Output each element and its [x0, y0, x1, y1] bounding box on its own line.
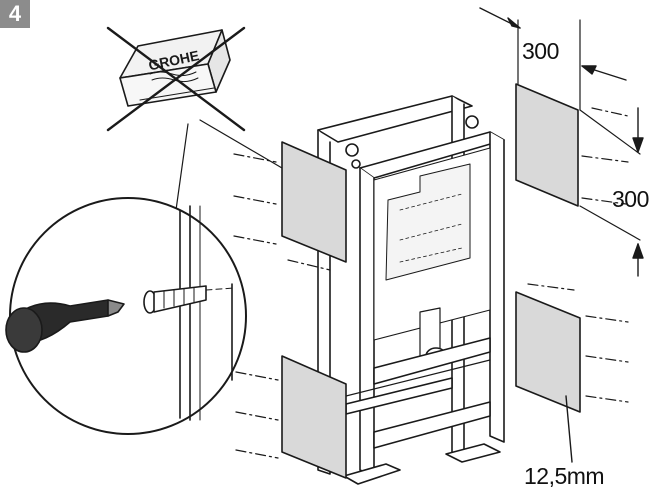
dimension-thickness-label: 12,5mm [524, 463, 605, 489]
panel-right-top [515, 83, 579, 207]
prohibited-packaging-icon: GROHE [106, 26, 246, 132]
dimension-width-label: 300 [522, 38, 559, 64]
screwdriver-icon [5, 299, 125, 353]
dimension-height-label: 300 [612, 186, 649, 212]
fixing-lines [233, 107, 629, 459]
installation-frame [317, 95, 505, 485]
magnified-detail [5, 197, 247, 435]
dimension-markers [479, 7, 644, 463]
panel-left-top [281, 141, 347, 263]
panel-left-bottom [281, 355, 347, 479]
wall-plug-icon [143, 285, 235, 314]
step-number-badge: 4 [0, 0, 30, 28]
panel-right-bottom [515, 291, 581, 413]
